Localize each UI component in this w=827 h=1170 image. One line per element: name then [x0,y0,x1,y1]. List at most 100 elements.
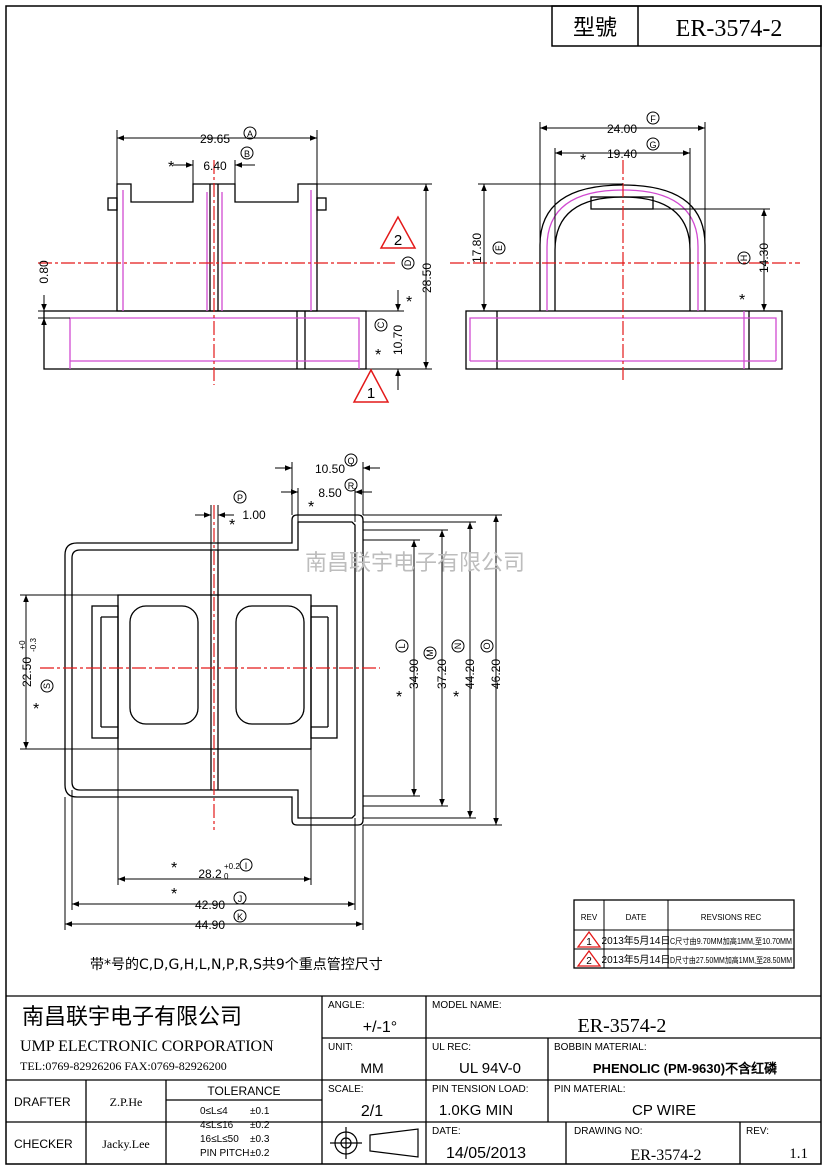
plan-inner-outline [71,521,356,819]
dim-i-value: 28.2 [198,867,222,881]
ref-r-label: R [348,481,355,491]
dim-l-value: 34.90 [407,659,421,689]
company-tel-fax: TEL:0769-82926206 FAX:0769-82926200 [20,1059,227,1073]
ref-h-circle [737,251,751,265]
projection-symbol-icon [330,1127,419,1159]
star-g: * [580,152,586,169]
company-en: UMP ELECTRONIC CORPORATION [20,1038,274,1055]
ref-f-label: F [650,114,656,124]
star-i: * [171,860,177,877]
ref-p-label: P [237,493,243,503]
company-cn: 南昌联宇电子有限公司 [22,1004,242,1029]
drawing-no-label: DRAWING NO: [574,1126,643,1137]
dim-g-value: 19.40 [607,147,637,161]
rev-col-rev: REV [581,913,598,922]
dim-n-value: 44.20 [463,659,477,689]
ref-s-label: S [42,683,52,689]
svg-text:2: 2 [394,232,402,249]
rev-row2-triangle [576,949,602,967]
ref-k-circle [233,909,247,923]
svg-text:1: 1 [367,385,375,402]
date-label: DATE: [432,1126,461,1137]
ref-m-label: M [425,649,435,657]
ref-e-label: E [494,245,504,251]
ref-b-label: B [244,149,250,159]
front-tab-left [107,197,118,211]
model-name-label: MODEL NAME: [432,1000,502,1011]
dim-k-value: 44.90 [195,918,225,932]
rev-col-date: DATE [626,913,647,922]
dim-h-value: 14.30 [757,243,771,273]
ref-d-label: D [403,259,413,266]
sheet-border [5,5,822,1165]
tol-range-3: 16≤L≤50 [200,1134,239,1145]
ref-o-label: O [482,642,492,649]
dim-left-value: 0.80 [37,260,51,284]
scale-value: 2/1 [361,1103,383,1120]
rev-col-rec: REVSIONS REC [701,913,762,922]
side-dims [478,122,770,311]
ref-a-circle [243,126,257,140]
rev-triangle-1: 1 [352,368,390,403]
dim-m-value: 37.20 [435,659,449,689]
ref-o-circle [480,639,494,653]
ref-k-label: K [237,912,243,922]
revision-table: REV DATE REVSIONS REC 1 2013年5月14日 C尺寸由9… [573,899,795,969]
ref-j-label: J [238,894,243,904]
ref-m-circle [423,646,437,660]
drawing-no-value: ER-3574-2 [630,1147,701,1164]
drafter-label: DRAFTER [14,1095,71,1109]
unit-value: MM [360,1060,383,1076]
ref-c-circle [374,318,388,332]
dim-f-value: 24.00 [607,122,637,136]
ref-i-circle [239,858,253,872]
ref-b-circle [240,146,254,160]
ref-q-circle [344,453,358,467]
star-n: * [453,689,459,706]
plan-left-pad [91,605,119,739]
tol-value-1: ±0.1 [250,1106,270,1117]
tol-value-3: ±0.3 [250,1134,270,1145]
star-h: * [739,292,745,309]
ref-g-circle [646,137,660,151]
tol-range-2: 4≤L≤16 [200,1120,234,1131]
plan-outer [64,514,364,826]
rev-row1-date: 2013年5月14日 [602,934,671,947]
note-text: 带*号的C,D,G,H,L,N,P,R,S共9个重点管控尺寸 [90,957,383,973]
ref-i-label: I [245,861,248,871]
star-b: * [168,159,174,176]
ref-q-label: Q [347,456,354,466]
model-name-value: ER-3574-2 [578,1015,667,1037]
rev-row1-triangle [576,930,602,948]
tol-range-1: 0≤L≤4 [200,1106,228,1117]
star-d: * [406,294,412,311]
rev-row1-rec: C尺寸由9.70MM加高1MM,至10.70MM [670,936,792,946]
star-p: * [229,517,235,534]
ul-label: UL REC: [432,1042,471,1053]
plan-dims [20,462,502,930]
model-label: 型號 [573,16,617,41]
rev-row1-rev: 1 [586,937,592,948]
plan-window-left [129,605,199,725]
star-r: * [308,499,314,516]
pin-material-value: CP WIRE [632,1102,696,1119]
plan-window-right [235,605,305,725]
front-centerlines [38,160,395,385]
front-view [43,183,367,370]
tol-s-dn: -0.3 [29,638,38,652]
ul-value: UL 94V-0 [459,1060,521,1077]
dim-j-value: 42.90 [195,898,225,912]
rev-value: 1.1 [789,1146,808,1162]
watermark: 南昌联宇电子有限公司 [305,551,525,576]
footer-title-block [6,995,821,1164]
star-s: * [33,701,39,718]
scale-label: SCALE: [328,1084,364,1095]
side-flange [465,310,783,370]
tol-s-up: +0 [18,640,27,650]
rev-row2-rec: D尺寸由27.50MM加高1MM,至28.50MM [670,955,792,965]
bobbin-value: PHENOLIC (PM-9630)不含红磷 [593,1061,778,1076]
dim-e-value: 17.80 [470,233,484,263]
plan-centerlines [40,505,380,830]
tol-range-4: PIN PITCH [200,1148,249,1159]
